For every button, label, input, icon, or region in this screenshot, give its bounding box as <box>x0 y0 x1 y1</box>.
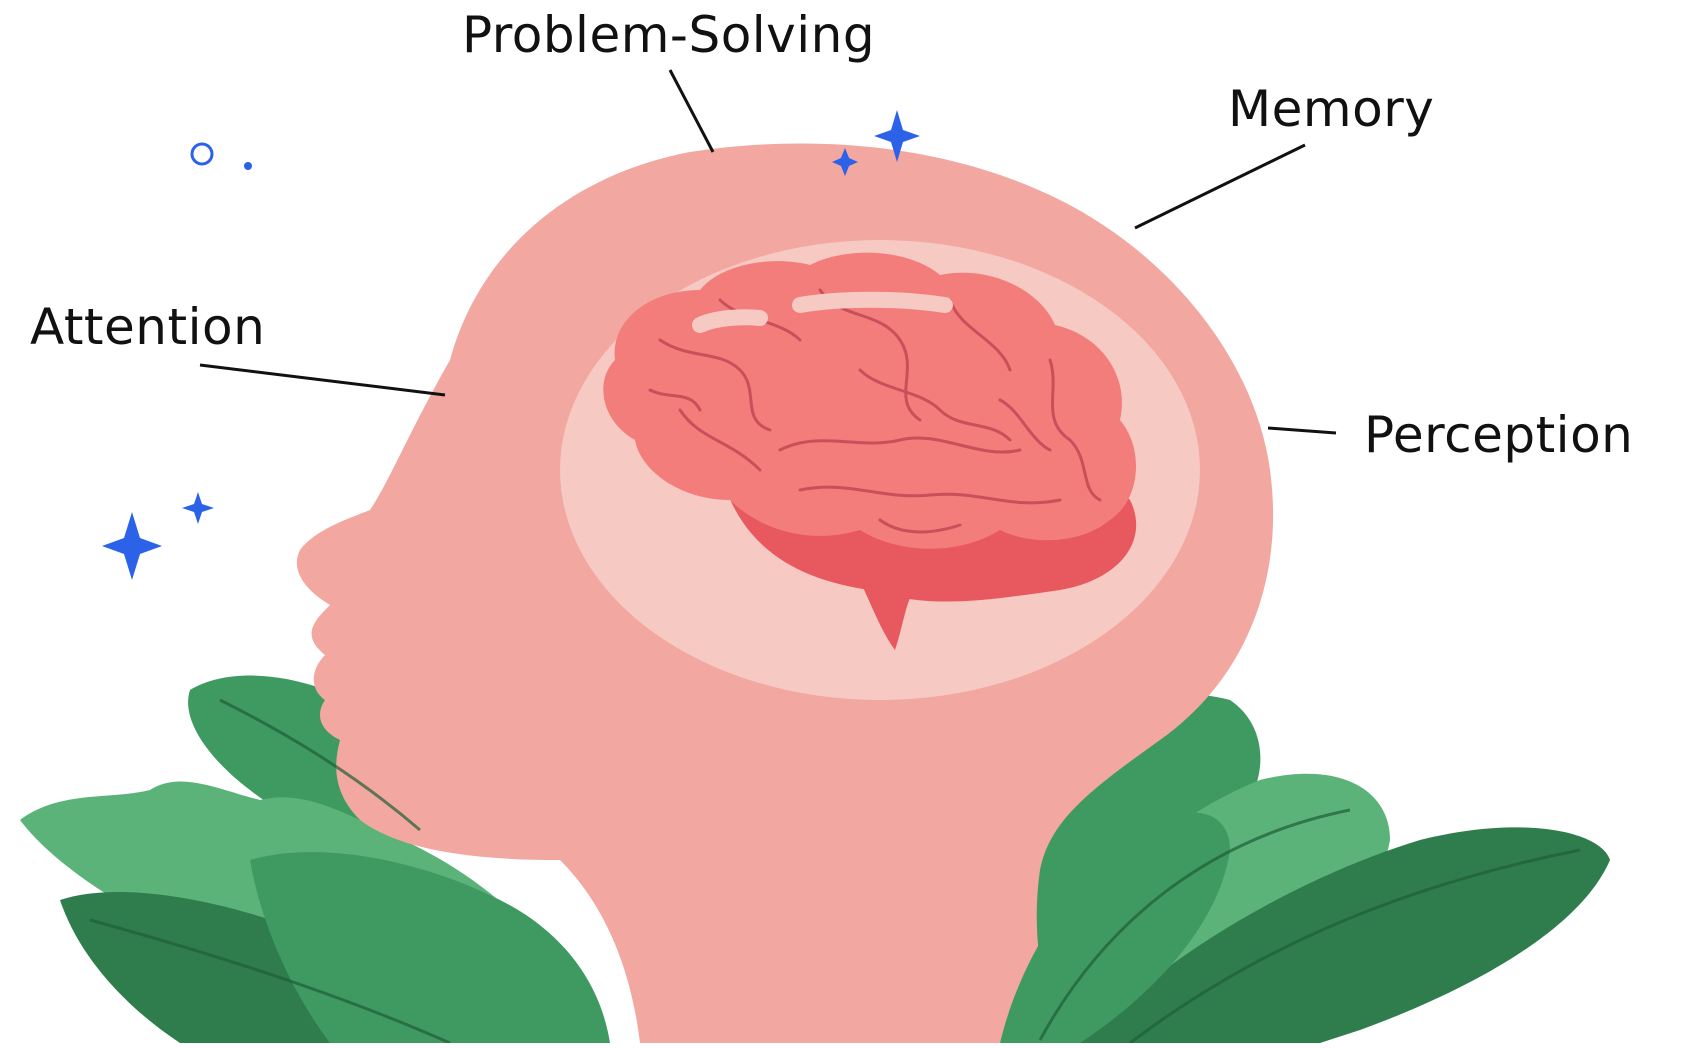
label-attention: Attention <box>30 302 265 352</box>
label-perception: Perception <box>1364 410 1633 460</box>
circle-icon <box>192 144 212 164</box>
leader-line-memory <box>1135 145 1305 228</box>
leader-line-attention <box>200 365 445 395</box>
brain-highlight-right <box>800 300 945 305</box>
sparkle-icon <box>102 512 162 580</box>
label-memory: Memory <box>1228 84 1434 134</box>
sparkle-icon <box>182 492 214 524</box>
label-problem-solving: Problem-Solving <box>462 10 875 60</box>
leader-line-perception <box>1268 428 1336 433</box>
dot-icon <box>244 162 252 170</box>
brain-highlight-left <box>700 317 760 325</box>
leader-line-problem-solving <box>670 70 713 152</box>
